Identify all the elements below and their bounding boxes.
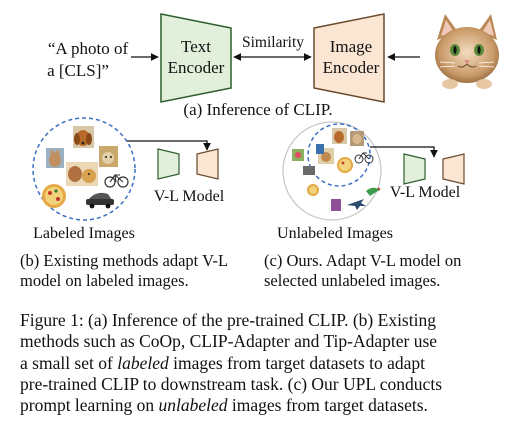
caption-unlabeled-emphasis: unlabeled	[158, 395, 228, 416]
figure-caption-line5: prompt learning on unlabeled images from…	[20, 395, 506, 416]
vl-model-label-b: V-L Model	[154, 188, 225, 205]
figure-caption: Figure 1: (a) Inference of the pre-train…	[20, 310, 506, 416]
caption-line5-pre: prompt learning on	[20, 395, 159, 416]
prompt-text-line1: “A photo of	[48, 39, 129, 58]
caption-line3-post: images from target datasets to adapt	[168, 352, 425, 373]
figure-caption-line1: Figure 1: (a) Inference of the pre-train…	[20, 310, 436, 330]
object-thumbnail-icon	[316, 144, 324, 154]
panel-b-caption-line2: model on labeled images.	[20, 271, 189, 290]
similarity-label: Similarity	[242, 34, 304, 51]
cat-photo-icon	[435, 14, 499, 89]
panel-c-caption-line1: (c) Ours. Adapt V-L model on	[264, 251, 461, 270]
panel-a-caption: (a) Inference of CLIP.	[183, 100, 332, 119]
adapt-arrow-b	[127, 140, 211, 151]
caption-line5-post: images from target datasets.	[227, 395, 428, 416]
dog-cat-thumbnail-icon	[66, 162, 98, 186]
pet-thumbnail-icon	[99, 146, 118, 167]
image-encoder-label-line2: Encoder	[323, 58, 380, 77]
car-thumbnail-icon-c	[303, 166, 315, 175]
dog-thumbnail-icon	[73, 126, 94, 148]
bicycle-thumbnail-icon-c	[354, 152, 374, 164]
figure-caption-line3: a small set of labeled images from targe…	[20, 353, 506, 374]
pizza-thumbnail-icon-c	[337, 157, 353, 173]
pizza-thumbnail-icon	[42, 184, 66, 208]
text-encoder-trapezoid	[160, 13, 232, 103]
caption-labeled-emphasis: labeled	[117, 352, 169, 373]
bicycle-thumbnail-icon	[104, 174, 129, 188]
car-thumbnail-icon	[86, 192, 114, 209]
figure-caption-line4: pre-trained CLIP to downstream task. (c)…	[20, 373, 442, 394]
text-encoder-label-line2: Encoder	[168, 58, 225, 77]
caption-line3-pre: a small set of	[20, 352, 118, 373]
unlabeled-images-label: Unlabeled Images	[277, 225, 393, 242]
vase-thumbnail-icon	[331, 199, 341, 211]
unlabeled-images-outer-circle	[282, 121, 382, 221]
adapt-arrow-c	[370, 146, 438, 158]
figure-caption-line2: methods such as CoOp, CLIP-Adapter and T…	[20, 331, 438, 352]
panel-c-caption-line2: selected unlabeled images.	[264, 271, 440, 290]
vl-image-encoder-c	[442, 153, 465, 185]
image-encoder-label-line1: Image	[330, 37, 372, 56]
dog-thumbnail-icon-c	[332, 128, 347, 144]
pizza-thumbnail-icon-c2	[307, 184, 319, 196]
text-encoder-label-line1: Text	[181, 37, 211, 56]
airplane-thumbnail-icon	[347, 199, 366, 210]
prompt-text-line2: a [CLS]”	[47, 61, 109, 80]
panel-b-caption-line1: (b) Existing methods adapt V-L	[20, 251, 228, 270]
vl-model-label-c: V-L Model	[390, 184, 461, 201]
vl-text-encoder-b	[157, 148, 180, 180]
labeled-images-label: Labeled Images	[33, 225, 135, 242]
cat-thumbnail-icon-c	[350, 131, 364, 146]
bird-thumbnail-icon	[366, 187, 381, 196]
vl-image-encoder-b	[196, 148, 219, 180]
labeled-images-circle	[32, 117, 136, 221]
image-encoder-trapezoid	[313, 13, 385, 103]
vl-text-encoder-c	[403, 153, 426, 185]
cat-thumbnail-icon	[46, 148, 64, 168]
flower-thumbnail-icon	[292, 149, 304, 161]
